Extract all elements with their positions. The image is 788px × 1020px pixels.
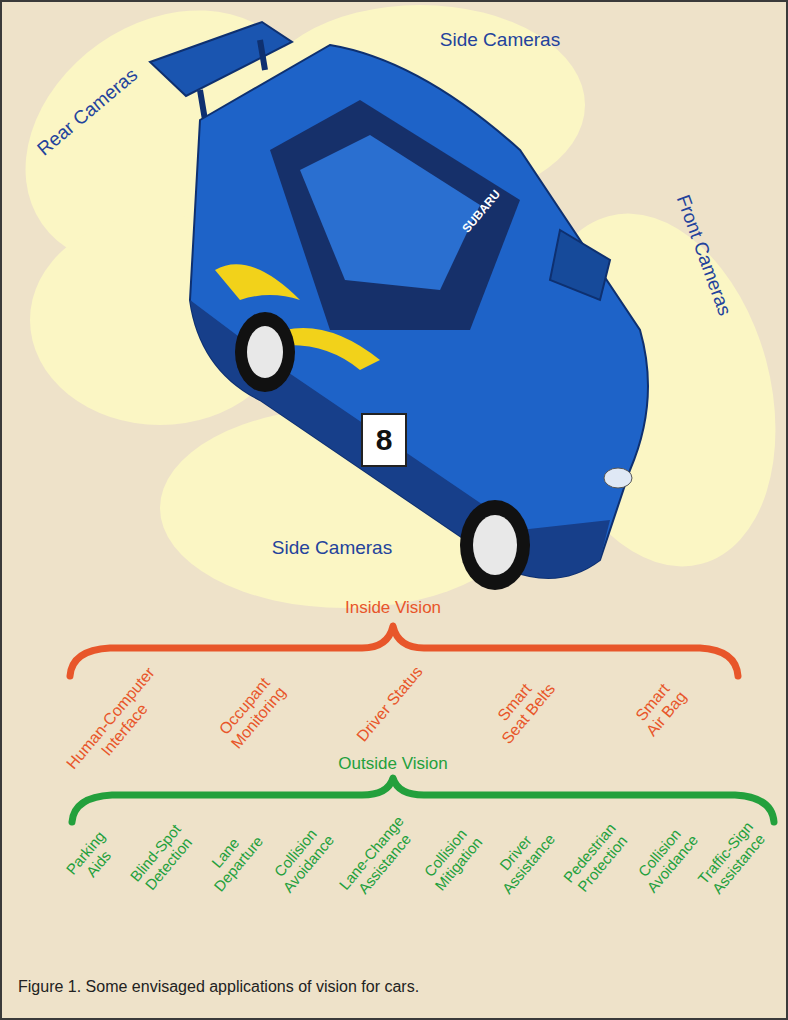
zone-label: Side Cameras <box>440 29 560 52</box>
group-heading: Inside Vision <box>293 598 493 618</box>
camera-zone: Side Cameras <box>266 535 398 562</box>
figure-caption: Figure 1. Some envisaged applications of… <box>18 978 768 996</box>
inside-brace <box>70 626 738 676</box>
camera-zone: Side Cameras <box>434 27 566 54</box>
camera-coverage-blobs <box>0 0 788 608</box>
zone-label: Side Cameras <box>272 537 392 560</box>
car-number: 8 <box>364 423 404 458</box>
group-heading: Outside Vision <box>293 754 493 774</box>
outside-brace <box>72 778 774 822</box>
